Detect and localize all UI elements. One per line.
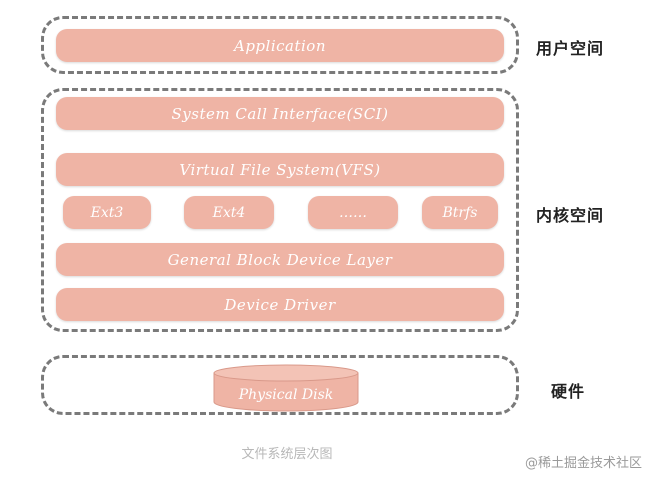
filesystem-ext4: Ext4	[184, 196, 274, 229]
physical-disk-cylinder	[213, 364, 359, 412]
device-driver-layer-label: Device Driver	[224, 295, 336, 314]
filesystem-label: Btrfs	[442, 204, 478, 221]
filesystem-btrfs: Btrfs	[422, 196, 498, 229]
sci-layer-label: System Call Interface(SCI)	[171, 104, 389, 123]
filesystem-label: Ext3	[90, 204, 124, 221]
user-space-zone	[41, 16, 519, 74]
hardware-zone	[41, 355, 519, 415]
kernel-space-label: 内核空间	[536, 206, 605, 225]
vfs-layer-label: Virtual File System(VFS)	[179, 160, 381, 179]
filesystem-label: Ext4	[212, 204, 246, 221]
block-device-layer-label: General Block Device Layer	[167, 250, 393, 269]
application-layer: Application	[56, 29, 504, 62]
sci-layer: System Call Interface(SCI)	[56, 97, 504, 130]
physical-disk-label: Physical Disk	[238, 387, 334, 403]
device-driver-layer: Device Driver	[56, 288, 504, 321]
vfs-layer: Virtual File System(VFS)	[56, 153, 504, 186]
hardware-label: 硬件	[551, 382, 586, 401]
user-space-label: 用户空间	[536, 39, 605, 58]
diagram-caption: 文件系统层次图	[241, 447, 333, 462]
filesystem-label: ……	[339, 204, 367, 221]
watermark: @稀土掘金技术社区	[524, 456, 642, 471]
kernel-space-zone	[41, 88, 519, 332]
filesystem-ext3: Ext3	[63, 196, 151, 229]
application-layer-label: Application	[234, 36, 326, 55]
filesystem-ellipsis: ……	[308, 196, 398, 229]
block-device-layer: General Block Device Layer	[56, 243, 504, 276]
